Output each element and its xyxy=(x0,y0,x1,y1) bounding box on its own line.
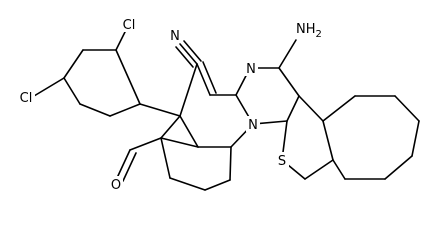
chlorine-para-text: Cl xyxy=(20,91,33,106)
bond-layer xyxy=(33,25,420,191)
ring-nitrogen-upper-text: N xyxy=(246,62,256,77)
ketone-oxygen-label: O xyxy=(109,176,123,193)
amino-group-label: NH2 xyxy=(289,19,327,40)
nitrile-nitrogen-label: N xyxy=(168,27,182,44)
amino-main-text: NH xyxy=(296,22,316,37)
molecule-structure: N NH2 N N S Cl Cl O xyxy=(17,16,420,193)
nitrile-nitrogen-text: N xyxy=(170,29,180,44)
ring-nitrogen-upper-label: N xyxy=(244,60,258,77)
chlorine-ortho-text: Cl xyxy=(123,18,136,33)
amino-subscript-text: 2 xyxy=(316,29,322,40)
sulfur-text: S xyxy=(278,154,286,169)
ring-nitrogen-lower-text: N xyxy=(248,118,258,133)
ketone-oxygen-text: O xyxy=(111,178,121,193)
sulfur-label: S xyxy=(275,152,289,169)
amino-group-text: NH2 xyxy=(296,22,322,40)
ring-nitrogen-lower-label: N xyxy=(246,116,260,133)
atom-label-layer: N NH2 N N S Cl Cl O xyxy=(17,16,327,193)
chlorine-para-label: Cl xyxy=(17,89,35,106)
chlorine-ortho-label: Cl xyxy=(120,16,138,33)
